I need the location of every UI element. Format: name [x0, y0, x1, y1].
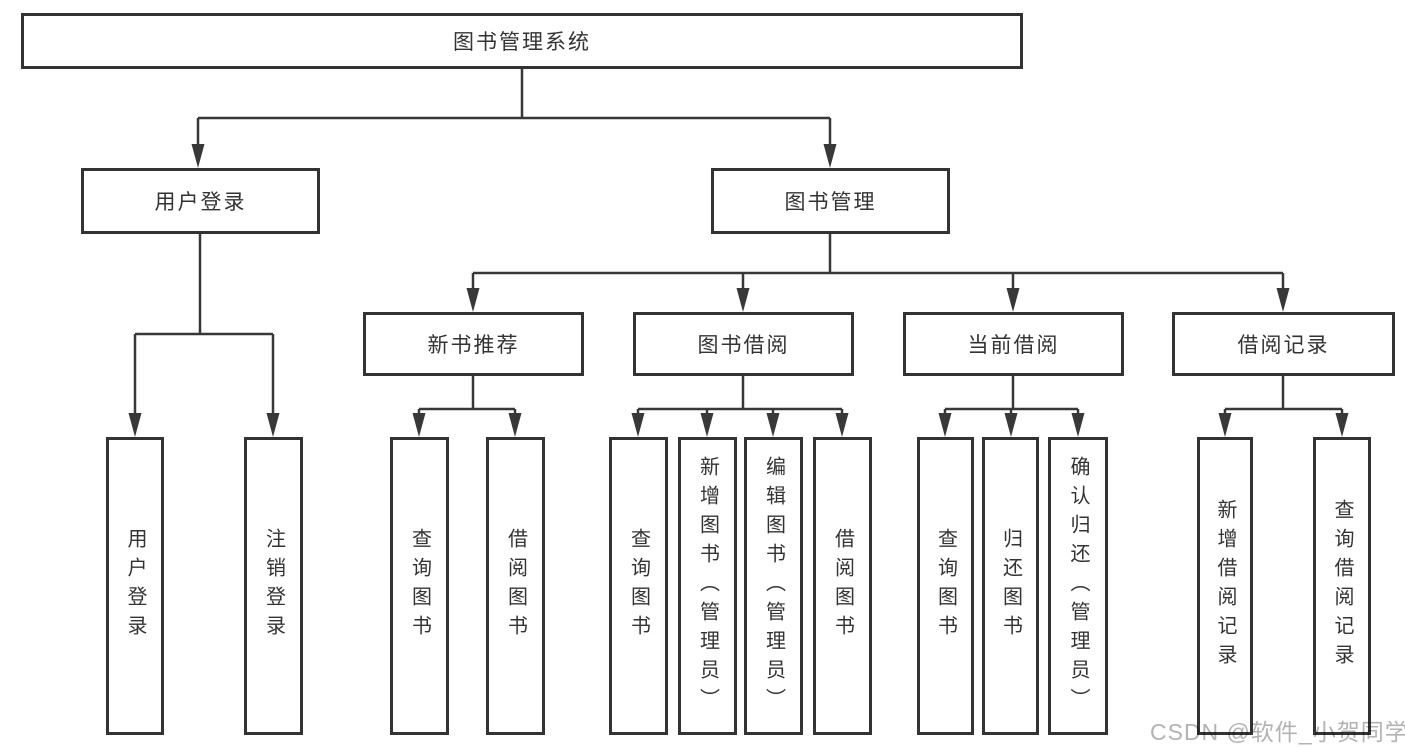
node-leaf-query-books-recommend: 查询图书	[390, 437, 449, 735]
node-leaf-add-borrow-record: 新增借阅记录	[1197, 437, 1253, 735]
node-current-borrowing: 当前借阅	[903, 312, 1124, 376]
node-leaf-confirm-return-admin: 确认归还（管理员）	[1048, 437, 1108, 735]
node-leaf-add-books-admin: 新增图书（管理员）	[678, 437, 737, 735]
node-book-borrowing: 图书借阅	[633, 312, 854, 376]
node-book-management-branch: 图书管理	[711, 168, 950, 234]
node-leaf-query-books-current: 查询图书	[917, 437, 974, 735]
node-leaf-borrow-books-borrowing: 借阅图书	[813, 437, 872, 735]
node-leaf-borrow-books-recommend: 借阅图书	[486, 437, 545, 735]
node-leaf-user-login: 用户登录	[106, 437, 164, 735]
node-user-login-branch: 用户登录	[81, 168, 320, 234]
node-leaf-query-borrow-record: 查询借阅记录	[1313, 437, 1371, 735]
node-borrowing-records: 借阅记录	[1172, 312, 1395, 376]
node-leaf-return-books: 归还图书	[982, 437, 1039, 735]
node-leaf-logout: 注销登录	[244, 437, 303, 735]
node-library-management-system: 图书管理系统	[21, 13, 1023, 69]
node-leaf-query-books-borrowing: 查询图书	[609, 437, 668, 735]
csdn-watermark: CSDN @软件_小贺同学	[1150, 719, 1405, 745]
node-new-book-recommend: 新书推荐	[363, 312, 584, 376]
node-leaf-edit-books-admin: 编辑图书（管理员）	[744, 437, 803, 735]
